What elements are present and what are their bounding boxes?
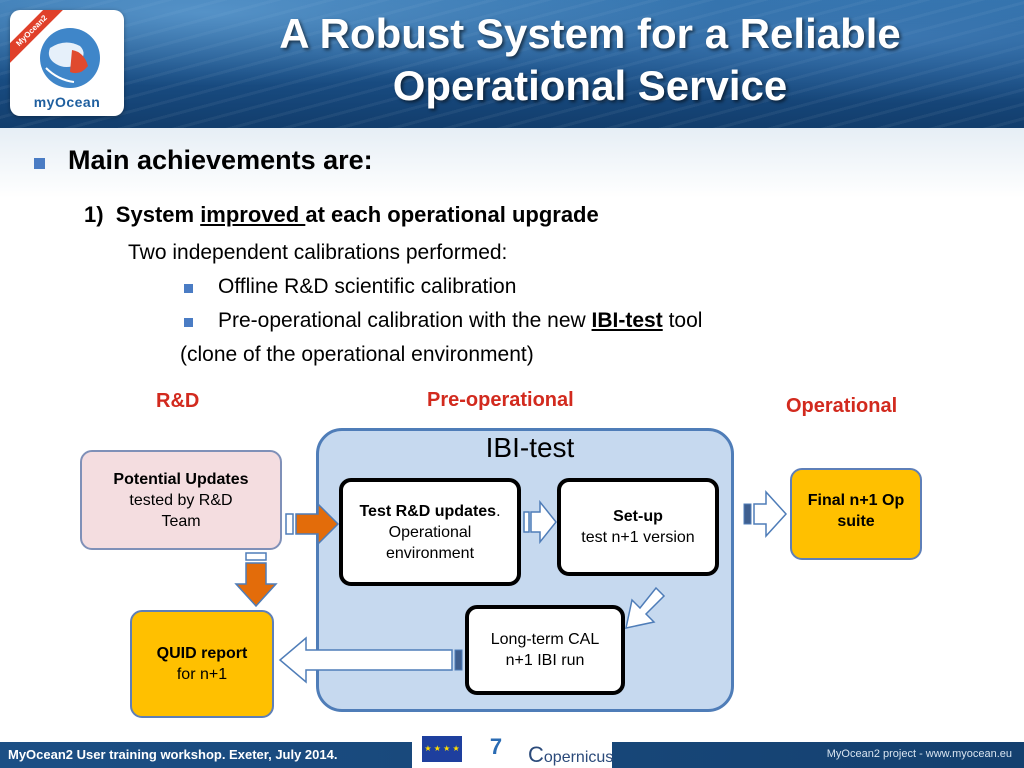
logo-text: myOcean <box>33 94 101 110</box>
footer-left-text: MyOcean2 User training workshop. Exeter,… <box>8 747 338 762</box>
arrow-to-final-op-icon <box>743 490 788 538</box>
page-title: A Robust System for a Reliable Operation… <box>200 8 980 112</box>
test-rd-title: Test R&D updates <box>359 502 497 520</box>
arrow-potential-to-quid-icon <box>234 552 278 608</box>
sub-bullet-offline: Offline R&D scientific calibration <box>218 275 517 298</box>
eu-flag-icon <box>422 736 462 762</box>
quid-sub: for n+1 <box>176 666 228 683</box>
header-fade <box>0 128 1024 198</box>
test-rd-updates-box: Test R&D updates. Operational environmen… <box>339 478 521 586</box>
stage-label-operational: Operational <box>786 395 898 417</box>
long-term-line-2: n+1 IBI run <box>505 652 585 669</box>
item-1: 1) System improved at each operational u… <box>84 202 599 228</box>
setup-title: Set-up <box>613 508 663 525</box>
header-banner <box>0 0 1024 128</box>
potential-updates-title: Potential Updates <box>113 470 249 488</box>
ibi-test-tool: IBI-test <box>591 309 663 332</box>
copernicus-text: opernicus <box>543 749 614 766</box>
sub-bullet-preoperational: Pre-operational calibration with the new… <box>218 309 702 333</box>
ibi-test-title: IBI-test <box>485 432 575 463</box>
preop-post: tool <box>662 309 703 332</box>
myocean-logo-icon: MyOcean2 myOcean <box>10 10 124 116</box>
stage-label-rd: R&D <box>156 390 200 412</box>
copernicus-logo-icon: Copernicus <box>528 742 614 767</box>
fp7-icon: 7 <box>489 734 503 759</box>
sub-bullet-icon <box>184 318 193 327</box>
main-achievements-heading: Main achievements are: <box>68 145 373 175</box>
bullet-square-icon <box>34 158 45 169</box>
stage-label-preoperational: Pre-operational <box>427 389 574 411</box>
title-line-1: A Robust System for a Reliable <box>279 10 901 57</box>
long-term-cal-box: Long-term CAL n+1 IBI run <box>465 605 625 695</box>
long-term-line-1: Long-term CAL <box>490 631 600 648</box>
potential-updates-box: Potential Updates tested by R&D Team <box>80 450 282 550</box>
final-op-suite-box: Final n+1 Op suite <box>790 468 922 560</box>
preop-pre: Pre-operational calibration with the new <box>218 309 592 332</box>
two-calibrations-text: Two independent calibrations performed: <box>128 241 508 264</box>
quid-title: QUID report <box>156 645 248 662</box>
title-line-2: Operational Service <box>392 62 788 109</box>
potential-updates-sub: tested by R&D Team <box>129 491 233 530</box>
sub-bullet-icon <box>184 284 193 293</box>
globe-icon <box>40 28 100 88</box>
final-op-title: Final n+1 Op suite <box>807 492 905 530</box>
setup-sub: test n+1 version <box>581 529 695 546</box>
setup-box: Set-up test n+1 version <box>557 478 719 576</box>
item-1-number: 1) <box>84 202 104 227</box>
quid-report-box: QUID report for n+1 <box>130 610 274 718</box>
test-rd-sub: Operational environment <box>385 523 475 562</box>
eu-stars: ★ ★ ★ ★ ★ <box>424 744 460 753</box>
item-1-underlined: improved <box>200 202 306 227</box>
item-1-pre: System <box>115 202 201 227</box>
clone-note: (clone of the operational environment) <box>180 343 534 366</box>
test-rd-dot: . <box>496 502 501 520</box>
footer-right-text: MyOcean2 project - www.myocean.eu <box>826 748 1012 760</box>
item-1-post: at each operational upgrade <box>305 202 599 227</box>
